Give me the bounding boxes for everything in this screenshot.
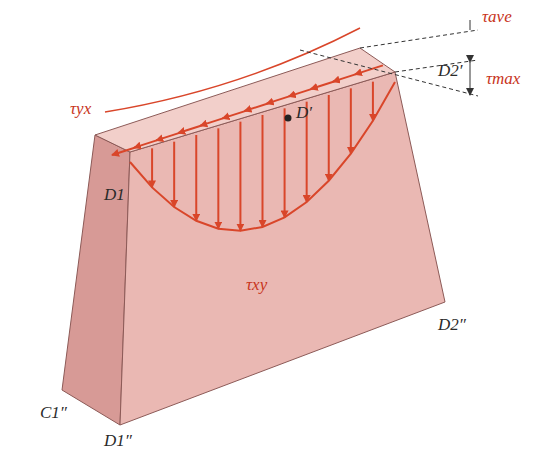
tau-ave-label: τave [482, 8, 512, 25]
point-label: D1″ [104, 432, 132, 449]
shear-arrow [239, 122, 241, 231]
shear-arrow [151, 148, 153, 187]
shear-arrow [372, 82, 374, 121]
point-label: D2′ [438, 62, 463, 79]
shear-arrow [173, 142, 175, 207]
shear-arrow [284, 108, 286, 217]
point-label: D1 [104, 186, 125, 203]
shear-arrow [130, 82, 395, 231]
shear-arrow [217, 128, 219, 228]
shear-arrow [355, 65, 383, 74]
tau-yx-label: τyx [70, 100, 91, 117]
tau-max-label: τmax [486, 70, 520, 87]
point-label: C1″ [40, 404, 67, 421]
shear-arrow [350, 88, 352, 153]
shear-arrow [328, 95, 330, 181]
point-label: D2″ [438, 316, 466, 333]
shear-arrow [262, 115, 264, 227]
point-label: D′ [296, 104, 312, 121]
shear-arrow [105, 28, 360, 112]
tau-xy-label: τxy [246, 276, 267, 293]
shear-arrow [195, 135, 197, 221]
